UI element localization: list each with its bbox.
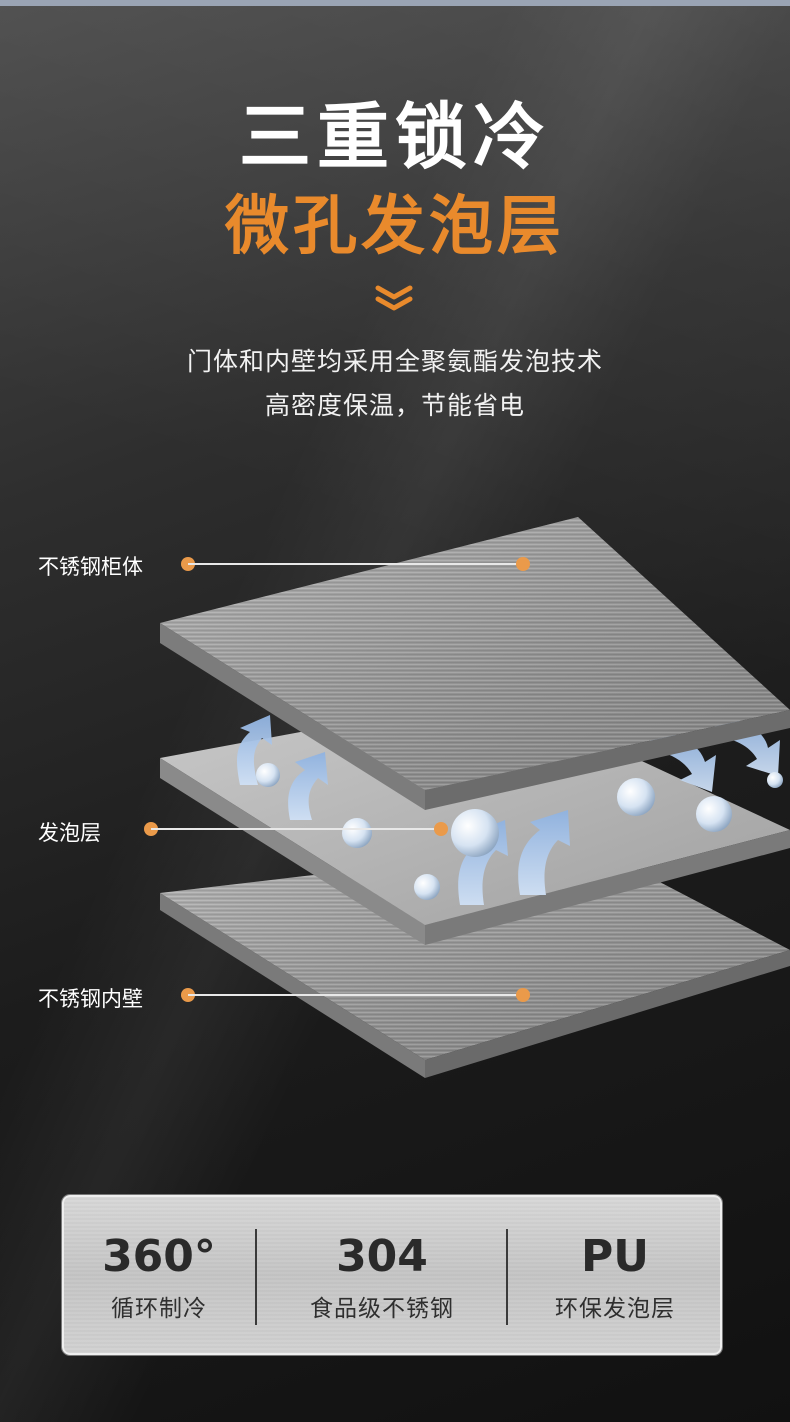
- stat-label: 食品级不锈钢: [310, 1296, 454, 1322]
- top-strip: [0, 0, 790, 6]
- callout-line-cabinet: [188, 563, 524, 565]
- layer-illustration: [160, 517, 790, 1078]
- callout-label-cabinet: 不锈钢柜体: [38, 555, 143, 579]
- inner-wall-panel: [160, 843, 790, 1078]
- stat-cooling: 360° 循环制冷: [64, 1197, 254, 1357]
- chevron-down-icon: [375, 285, 413, 311]
- callout-label-inner-wall: 不锈钢内壁: [38, 987, 143, 1011]
- description-line-2: 高密度保温，节能省电: [264, 391, 525, 420]
- stat-divider: [506, 1229, 508, 1325]
- callout-dot-cabinet-end: [516, 557, 530, 571]
- description-line-1: 门体和内壁均采用全聚氨酯发泡技术: [186, 347, 603, 376]
- stat-steel: 304 食品级不锈钢: [258, 1197, 506, 1357]
- foam-bubbles: [256, 763, 783, 900]
- callout-dot-foam-end: [434, 822, 448, 836]
- stat-value: 304: [336, 1231, 428, 1282]
- cabinet-panel: [160, 517, 790, 810]
- callout-line-foam: [151, 828, 441, 830]
- stat-label: 环保发泡层: [555, 1296, 675, 1322]
- stat-label: 循环制冷: [111, 1296, 207, 1322]
- stat-divider: [255, 1229, 257, 1325]
- stats-panel: 360° 循环制冷 304 食品级不锈钢 PU 环保发泡层: [62, 1195, 722, 1355]
- stat-foam: PU 环保发泡层: [510, 1197, 720, 1357]
- callout-dot-inner-wall-end: [516, 988, 530, 1002]
- stat-value: PU: [581, 1231, 649, 1282]
- page-title: 三重锁冷: [238, 95, 551, 179]
- page-subtitle: 微孔发泡层: [225, 190, 565, 264]
- callout-label-foam: 发泡层: [38, 821, 101, 845]
- stat-value: 360°: [102, 1231, 216, 1282]
- callout-line-inner-wall: [188, 994, 524, 996]
